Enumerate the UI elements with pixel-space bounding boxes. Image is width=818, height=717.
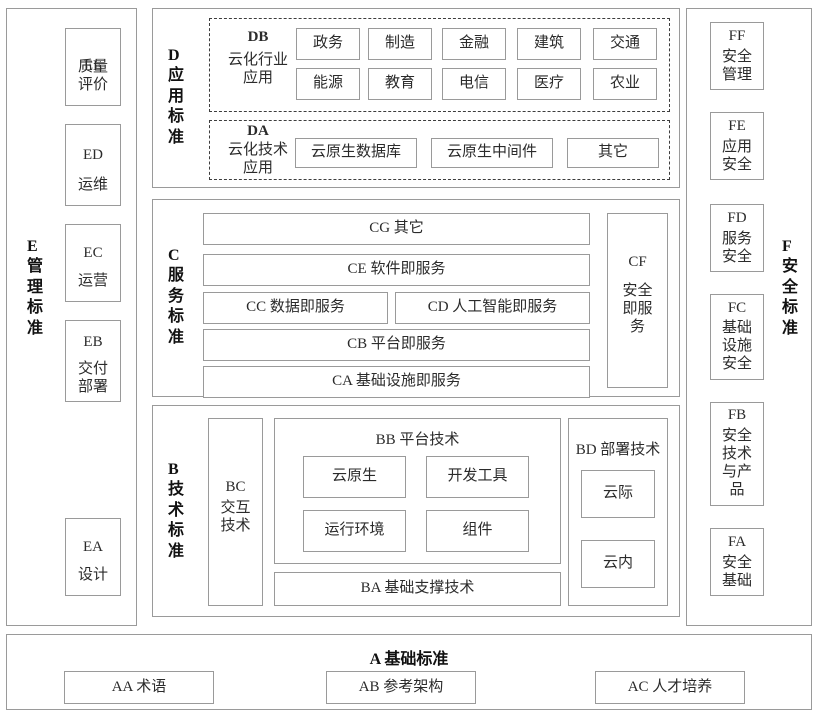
security-item-FE-text: FE xyxy=(728,118,746,135)
foundation-item-AA[interactable]: AA 术语 xyxy=(64,671,214,704)
da-item-cloud-native-middleware[interactable]: 云原生中间件 xyxy=(431,138,553,168)
db-item-jiaoyu[interactable]: 教育 xyxy=(368,68,432,100)
management-item-ED-name: 运维 xyxy=(77,177,108,193)
security-item-FB-name: 安全 技术 与产 品 xyxy=(721,428,752,498)
technical-standards-label: B 技 术 标 准 xyxy=(167,460,184,560)
service-row-CD[interactable]: CD 人工智能即服务 xyxy=(395,292,590,324)
security-item-FE[interactable]: FE xyxy=(710,112,764,180)
security-item-FF-name: 安全 管理 xyxy=(721,49,752,83)
service-row-CG[interactable]: CG 其它 xyxy=(203,213,590,245)
security-item-FF-text: FF xyxy=(728,28,746,45)
management-item-EC[interactable]: EC xyxy=(65,224,121,302)
security-item-FA-name: 安全 基础 xyxy=(721,555,752,589)
da-item-other[interactable]: 其它 xyxy=(567,138,659,168)
management-item-EA-text: EA xyxy=(83,539,103,556)
service-side-CF[interactable]: CF xyxy=(607,213,668,388)
service-row-CA[interactable]: CA 基础设施即服务 xyxy=(203,366,590,398)
security-item-FD-text: FD xyxy=(727,210,747,227)
security-item-FF[interactable]: FF xyxy=(710,22,764,90)
db-item-yiliao[interactable]: 医疗 xyxy=(517,68,581,100)
db-item-jiaotong[interactable]: 交通 xyxy=(593,28,657,60)
db-item-jinrong[interactable]: 金融 xyxy=(442,28,506,60)
service-row-CE[interactable]: CE 软件即服务 xyxy=(203,254,590,286)
service-row-CB[interactable]: CB 平台即服务 xyxy=(203,329,590,361)
technical-ba-row[interactable]: BA 基础支撑技术 xyxy=(274,572,561,606)
db-item-nengyuan[interactable]: 能源 xyxy=(296,68,360,100)
security-item-FB[interactable]: FB xyxy=(710,402,764,506)
management-item-EA-name: 设计 xyxy=(77,567,108,583)
management-item-EB-name: 交付 部署 xyxy=(77,361,108,395)
security-item-FC-name: 基础 设施 安全 xyxy=(721,320,752,372)
management-item-ED[interactable]: ED xyxy=(65,124,121,206)
technical-bd-item-yunji[interactable]: 云际 xyxy=(581,470,655,518)
db-item-zhizao[interactable]: 制造 xyxy=(368,28,432,60)
db-name: 云化行业 应用 xyxy=(227,52,288,86)
management-item-ED-text: ED xyxy=(83,147,103,164)
technical-bb-item-runtime[interactable]: 运行环境 xyxy=(303,510,406,552)
management-item-EC-text: EC xyxy=(83,245,103,262)
security-item-FD-name: 服务 安全 xyxy=(721,231,752,265)
management-item-EC-name: 运营 xyxy=(77,273,108,289)
technical-bb-item-dev-tools[interactable]: 开发工具 xyxy=(426,456,529,498)
technical-bb-title: BB 平台技术 xyxy=(375,432,460,448)
db-code: DB xyxy=(247,29,269,45)
service-side-CF-name: 安全 即服 务 xyxy=(622,283,653,335)
db-group xyxy=(209,18,670,112)
application-standards-label: D 应 用 标 准 xyxy=(167,46,184,146)
da-group xyxy=(209,120,670,180)
technical-bd-title: BD 部署技术 xyxy=(575,442,661,458)
db-item-dianxin[interactable]: 电信 xyxy=(442,68,506,100)
da-item-cloud-native-db[interactable]: 云原生数据库 xyxy=(295,138,417,168)
db-item-zhengwu[interactable]: 政务 xyxy=(296,28,360,60)
management-item-EB[interactable]: EB xyxy=(65,320,121,402)
management-item-EE[interactable]: EE xyxy=(65,28,121,106)
foundation-title: A 基础标准 xyxy=(369,651,449,668)
foundation-item-AC[interactable]: AC 人才培养 xyxy=(595,671,745,704)
security-item-FD[interactable]: FD xyxy=(710,204,764,272)
security-item-FC-text: FC xyxy=(727,300,747,317)
technical-bc-box[interactable]: BC xyxy=(208,418,263,606)
db-item-jianzhu[interactable]: 建筑 xyxy=(517,28,581,60)
technical-bb-item-components[interactable]: 组件 xyxy=(426,510,529,552)
da-code: DA xyxy=(247,123,269,139)
technical-bc-code: BC xyxy=(225,479,246,496)
db-item-nongye[interactable]: 农业 xyxy=(593,68,657,100)
technical-bb-item-cloud-native[interactable]: 云原生 xyxy=(303,456,406,498)
foundation-item-AB[interactable]: AB 参考架构 xyxy=(326,671,476,704)
security-item-FA[interactable]: FA xyxy=(710,528,764,596)
management-item-EE-text: EE xyxy=(83,58,103,75)
security-item-FC[interactable]: FC xyxy=(710,294,764,380)
management-item-EE-name: 质量 评价 xyxy=(77,59,108,93)
security-item-FB-text: FB xyxy=(727,407,747,424)
management-item-EB-text: EB xyxy=(83,334,103,351)
security-item-FA-text: FA xyxy=(727,534,747,551)
management-standards-label: E 管 理 标 准 xyxy=(26,237,43,337)
service-row-CC[interactable]: CC 数据即服务 xyxy=(203,292,388,324)
service-standards-label: C 服 务 标 准 xyxy=(167,246,184,346)
technical-bc-name: 交互 技术 xyxy=(220,500,251,534)
service-side-CF-code: CF xyxy=(628,253,647,270)
technical-bd-item-yunnei[interactable]: 云内 xyxy=(581,540,655,588)
security-item-FE-name: 应用 安全 xyxy=(721,139,752,173)
da-name: 云化技术 应用 xyxy=(227,142,288,176)
security-standards-label: F 安 全 标 准 xyxy=(781,237,798,337)
management-item-EA[interactable]: EA xyxy=(65,518,121,596)
